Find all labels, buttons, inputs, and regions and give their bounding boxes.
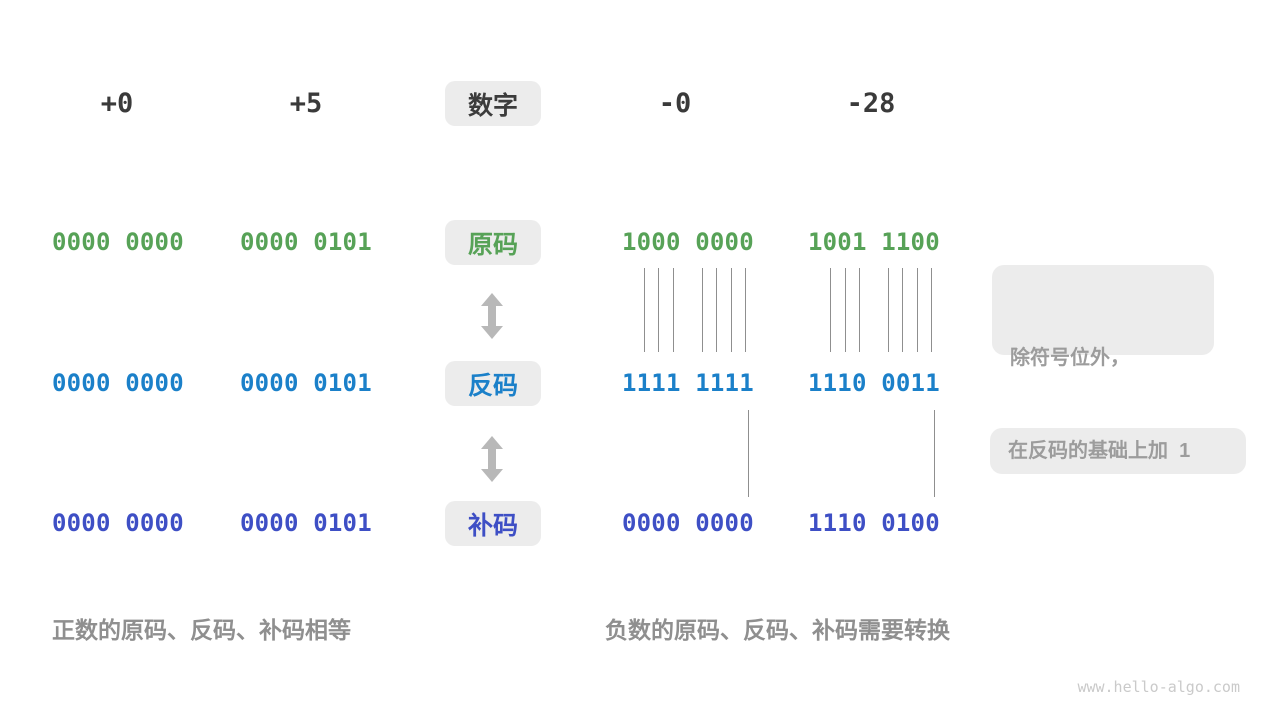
caption-negative: 负数的原码、反码、补码需要转换: [605, 617, 950, 643]
bit-connector-line: [859, 268, 860, 352]
binary-value: 0000 0000: [52, 369, 184, 397]
binary-value: 0000 0101: [240, 369, 372, 397]
header-value-minus0: -0: [658, 88, 692, 119]
binary-value: 1001 1100: [808, 228, 940, 256]
bit-connector-line: [931, 268, 932, 352]
binary-value: 1000 0000: [622, 228, 754, 256]
bit-connector-line: [888, 268, 889, 352]
bit-connector-line: [845, 268, 846, 352]
bit-connector-line: [658, 268, 659, 352]
watermark: www.hello-algo.com: [1077, 678, 1240, 696]
header-value-plus0: +0: [100, 88, 134, 119]
header-value-plus5: +5: [289, 88, 323, 119]
convert-arrow-icon: [481, 293, 503, 339]
bit-connector-line: [731, 268, 732, 352]
bit-connector-line: [644, 268, 645, 352]
binary-value: 1110 0100: [808, 509, 940, 537]
binary-value: 0000 0000: [52, 228, 184, 256]
binary-value: 0000 0000: [52, 509, 184, 537]
caption-positive: 正数的原码、反码、补码相等: [52, 617, 351, 643]
invert-note: 除符号位外， 对其余所有位取反: [992, 265, 1214, 465]
bit-connector-line: [748, 410, 749, 497]
binary-value: 1110 0011: [808, 369, 940, 397]
bit-connector-line: [934, 410, 935, 497]
bit-connector-line: [917, 268, 918, 352]
binary-value: 0000 0000: [622, 509, 754, 537]
bit-connector-line: [830, 268, 831, 352]
bit-connector-line: [745, 268, 746, 352]
twos-complement-tag: 补码: [445, 501, 541, 546]
header-value-minus28: -28: [846, 88, 896, 119]
bit-connector-line: [716, 268, 717, 352]
bit-connector-line: [902, 268, 903, 352]
number-label-box: 数字: [445, 81, 541, 126]
bit-connector-line: [702, 268, 703, 352]
ones-complement-tag: 反码: [445, 361, 541, 406]
bit-connector-line: [673, 268, 674, 352]
sign-magnitude-tag: 原码: [445, 220, 541, 265]
convert-arrow-icon: [481, 436, 503, 482]
add-one-note: 在反码的基础上加 1: [990, 428, 1246, 474]
invert-note-line1: 除符号位外，: [1010, 347, 1130, 369]
binary-value: 0000 0101: [240, 228, 372, 256]
binary-value: 0000 0101: [240, 509, 372, 537]
binary-value: 1111 1111: [622, 369, 754, 397]
